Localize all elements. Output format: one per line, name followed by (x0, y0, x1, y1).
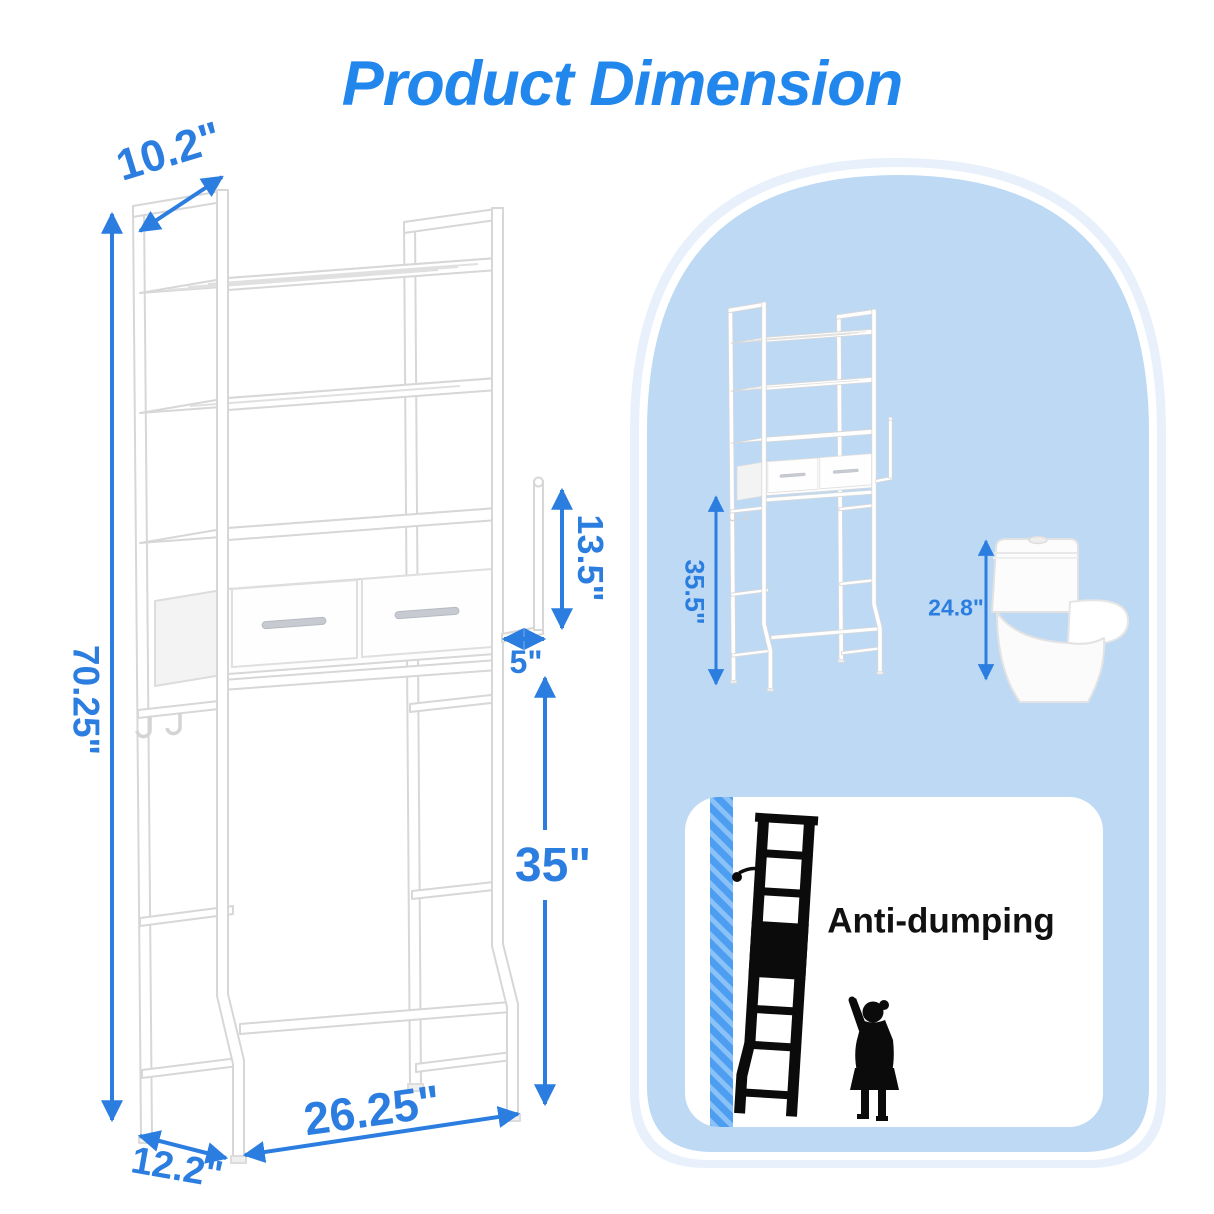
dim-clearance-height-label: 35" (514, 839, 592, 892)
toilet-icon (991, 535, 1130, 703)
dim-total-height-label: 70.25" (65, 644, 107, 756)
dimension-arrows (101, 175, 995, 1164)
anti-tip-ladder-icon (734, 812, 819, 1117)
anti-dumping-caption: Anti-dumping (827, 901, 1055, 941)
wall-strip (710, 797, 733, 1127)
child-silhouette-icon (848, 996, 899, 1121)
arrow-top-depth (138, 175, 224, 233)
arrow-bottom-width (242, 1106, 521, 1163)
page-title: Product Dimension (341, 49, 904, 119)
dim-holder-depth-label: 5" (509, 644, 543, 680)
dim-inset-rack-height-label: 35.5" (679, 559, 710, 625)
arrow-bottom-depth (137, 1130, 229, 1164)
dim-holder-height-label: 13.5" (570, 514, 611, 602)
main-rack-illustration (131, 188, 545, 1165)
anti-tip-panel (685, 797, 1103, 1127)
dim-toilet-height-label: 24.8" (928, 594, 984, 621)
